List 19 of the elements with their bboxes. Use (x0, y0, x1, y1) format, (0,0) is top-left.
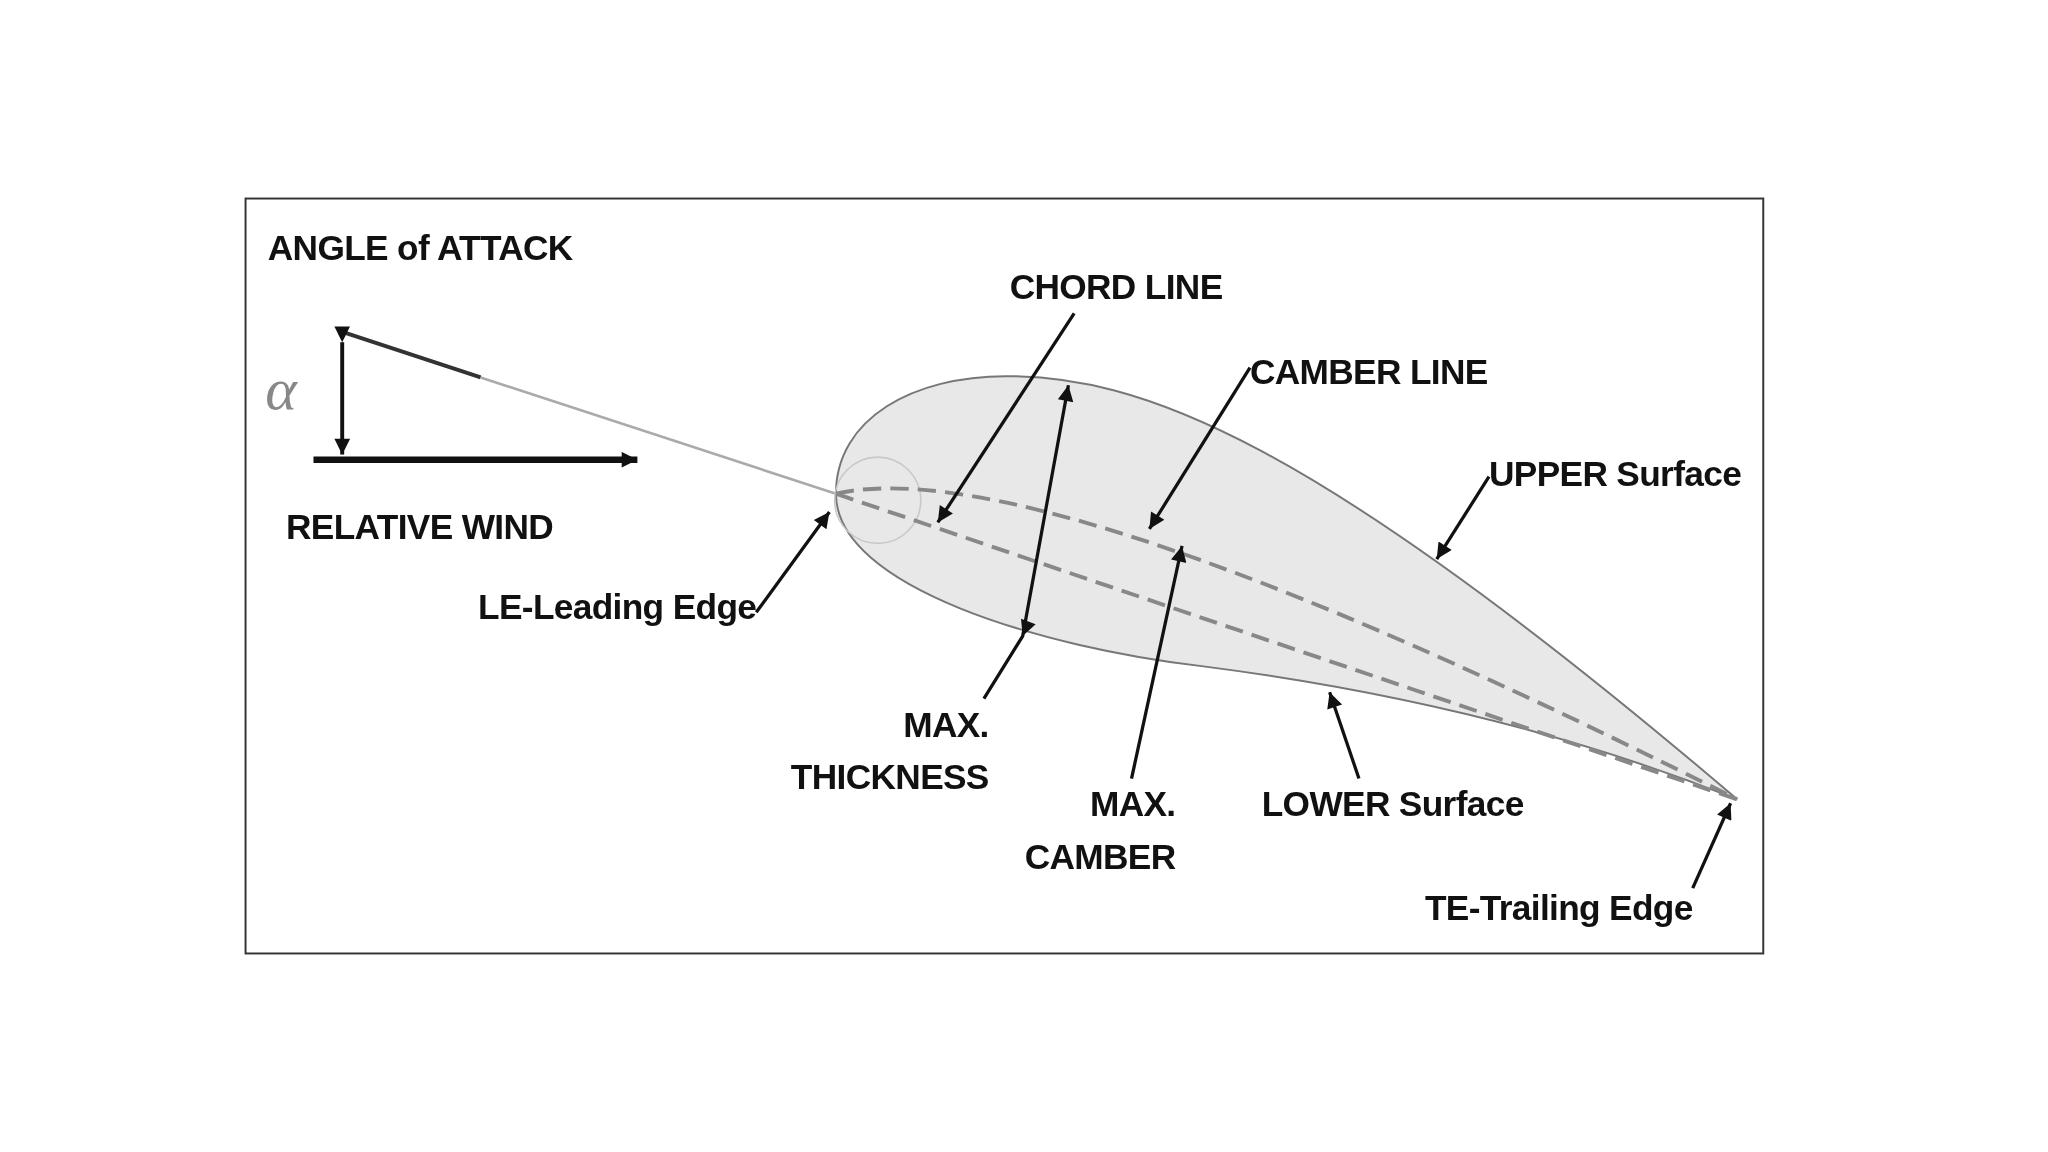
leader-line (1691, 802, 1733, 889)
part-label: UPPER Surface (1489, 448, 1742, 501)
leader-line (1129, 545, 1187, 779)
leader-line (1435, 475, 1491, 560)
part-label: CHORD LINE (1009, 261, 1223, 314)
leader-line (1148, 366, 1252, 530)
leader-line (1327, 691, 1361, 779)
angle-symbol: α (265, 354, 297, 424)
wind-label: RELATIVE WIND (286, 507, 554, 550)
diagram-title: ANGLE of ATTACK (267, 227, 573, 270)
part-label: MAX. THICKNESS (790, 698, 989, 804)
leader-line (982, 385, 1073, 700)
part-label: TE-Trailing Edge (1424, 881, 1693, 934)
leader-line (754, 511, 831, 614)
part-label: LE-Leading Edge (478, 581, 757, 634)
leader-line (936, 312, 1076, 524)
part-label: LOWER Surface (1261, 778, 1524, 831)
part-label: CAMBER LINE (1249, 346, 1488, 399)
part-label: MAX. CAMBER (1024, 778, 1176, 883)
